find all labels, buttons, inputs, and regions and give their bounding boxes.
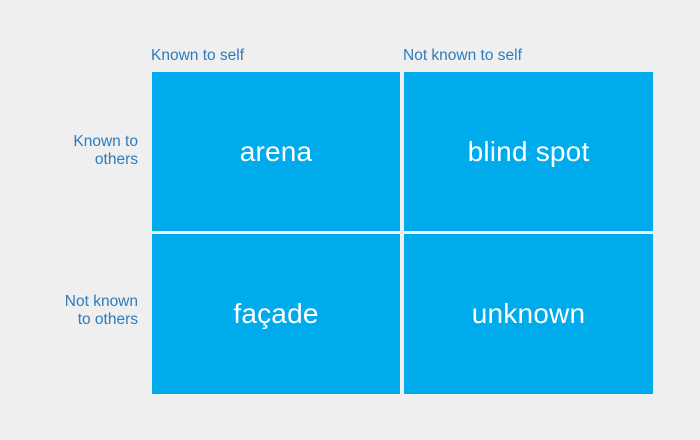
quadrant-label-blind-spot: blind spot	[467, 135, 590, 167]
quadrant-label-facade: façade	[233, 298, 319, 329]
row-header-known-to-others: Known to others	[73, 133, 138, 168]
quadrant-grid: arena blind spot façade unknown	[152, 72, 653, 394]
quadrant-arena: arena	[152, 72, 400, 231]
quadrant-facade: façade	[152, 234, 400, 394]
quadrant-unknown: unknown	[404, 234, 653, 394]
quadrant-blind-spot: blind spot	[404, 72, 653, 231]
quadrant-label-unknown: unknown	[471, 298, 586, 329]
quadrant-label-arena: arena	[239, 135, 313, 167]
column-header-not-known-to-self: Not known to self	[403, 47, 522, 64]
column-header-known-to-self: Known to self	[151, 47, 245, 64]
row-header-not-known-to-others: Not known to others	[64, 293, 138, 328]
